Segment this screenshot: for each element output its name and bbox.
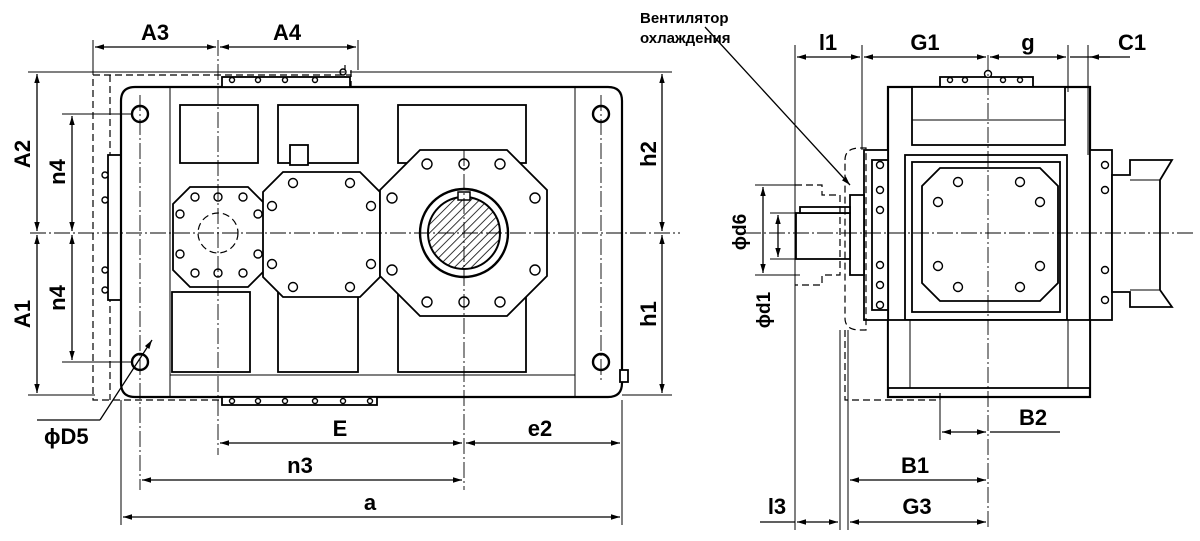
dim-label-e2: e2: [528, 416, 552, 441]
dim-label-g: g: [1021, 30, 1034, 55]
output-side-flange: [1089, 149, 1113, 321]
dim-label-g3: G3: [902, 494, 931, 519]
fan-note-leader: [704, 26, 851, 186]
cooling-fan-outline: [844, 147, 867, 331]
side-bearing-cover: [921, 167, 1059, 302]
dim-label-d1: ϕd1: [754, 291, 775, 328]
front-view: A3 A4 A2 A1 n4 n4 h2 h1 ϕD5 E e2 n3 a: [10, 20, 680, 525]
dim-label-n4-top: n4: [45, 158, 70, 184]
fan-note-line1: Вентилятор: [640, 10, 729, 27]
dim-label-b2: B2: [1019, 405, 1047, 430]
dim-label-h1: h1: [636, 301, 661, 327]
dim-label-d5: ϕD5: [44, 424, 89, 449]
dim-label-n3: n3: [287, 453, 313, 478]
intermediate-bearing-cover: [262, 171, 381, 298]
dim-label-e: E: [333, 416, 348, 441]
fan-note-line2: охлаждения: [640, 30, 731, 47]
dim-label-c1: C1: [1118, 30, 1146, 55]
dim-label-h2: h2: [636, 141, 661, 167]
dim-label-a1: A1: [10, 300, 35, 328]
dim-label-b1: B1: [901, 453, 929, 478]
dim-label-l3: l3: [768, 494, 786, 519]
dim-label-a2: A2: [10, 140, 35, 168]
dim-label-a4: A4: [273, 20, 302, 45]
input-shaft: [795, 212, 851, 260]
dim-label-l1: l1: [819, 30, 837, 55]
top-flange-bolts: [228, 68, 629, 405]
dim-label-d6: ϕd6: [730, 214, 751, 250]
input-bearing-cover: [172, 186, 266, 288]
dim-label-n4-bottom: n4: [45, 284, 70, 310]
side-view: Вентилятор охлаждения: [640, 10, 1195, 530]
dim-label-a3: A3: [141, 20, 169, 45]
dim-label-g1: G1: [910, 30, 939, 55]
bottom-flange: [221, 396, 378, 406]
dim-label-a: a: [364, 490, 377, 515]
output-shaft-sleeve: [1111, 159, 1174, 308]
